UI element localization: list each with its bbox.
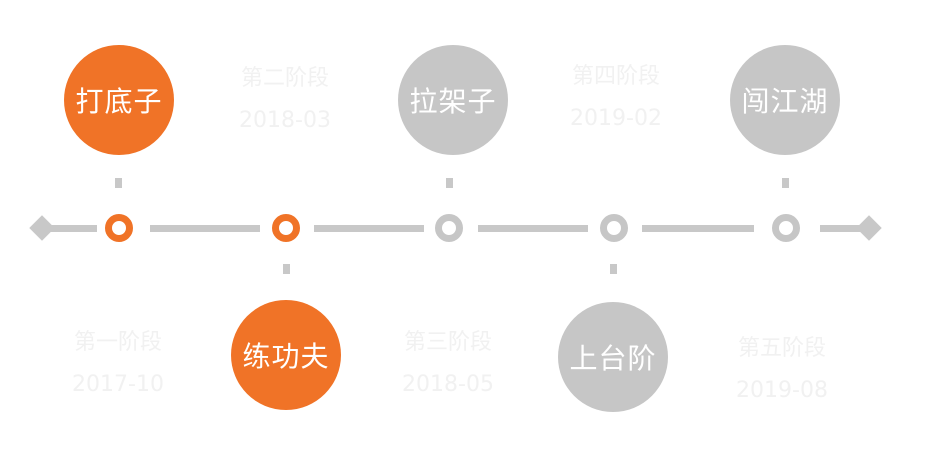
- phase-label-5: 第五阶段 2019-08: [712, 328, 852, 412]
- stage-title-4: 上台阶: [569, 342, 657, 375]
- timeline-end-diamond: [856, 215, 882, 241]
- stem-node-1: [115, 178, 122, 188]
- phase-date-4: 2019-02: [570, 106, 662, 131]
- stage-title-3: 拉架子: [409, 85, 497, 118]
- phase-date-5: 2019-08: [736, 378, 828, 403]
- phase-name-1: 第一阶段: [73, 330, 162, 355]
- timeline-segment: [820, 225, 868, 232]
- phase-label-4: 第四阶段 2019-02: [546, 56, 686, 140]
- phase-label-3: 第三阶段 2018-05: [378, 322, 518, 406]
- phase-name-5: 第五阶段: [737, 336, 826, 361]
- phase-date-2: 2018-03: [239, 108, 331, 133]
- stage-bubble-4: 上台阶: [558, 302, 668, 412]
- timeline-node-3: [435, 214, 463, 242]
- stem-node-5: [782, 178, 789, 188]
- stage-title-2: 练功夫: [242, 340, 330, 373]
- phase-name-3: 第三阶段: [403, 330, 492, 355]
- stage-bubble-3: 拉架子: [398, 45, 508, 155]
- timeline-node-4: [600, 214, 628, 242]
- timeline-node-2: [272, 214, 300, 242]
- timeline-segment: [150, 225, 260, 232]
- stem-node-2: [283, 264, 290, 274]
- stem-node-3: [446, 178, 453, 188]
- phase-name-4: 第四阶段: [571, 64, 660, 89]
- stage-bubble-5: 闯江湖: [730, 45, 840, 155]
- timeline-node-5: [772, 214, 800, 242]
- stage-bubble-1: 打底子: [64, 45, 174, 155]
- stage-title-1: 打底子: [75, 85, 163, 118]
- stage-title-5: 闯江湖: [741, 85, 829, 118]
- timeline-node-1: [105, 214, 133, 242]
- timeline-segment: [478, 225, 588, 232]
- phase-date-3: 2018-05: [402, 372, 494, 397]
- phase-name-2: 第二阶段: [240, 66, 329, 91]
- timeline-segment: [45, 225, 97, 232]
- phase-label-1: 第一阶段 2017-10: [48, 322, 188, 406]
- phase-date-1: 2017-10: [72, 372, 164, 397]
- stem-node-4: [610, 264, 617, 274]
- phase-label-2: 第二阶段 2018-03: [215, 58, 355, 142]
- timeline-segment: [314, 225, 424, 232]
- stage-bubble-2: 练功夫: [231, 300, 341, 410]
- timeline-segment: [642, 225, 754, 232]
